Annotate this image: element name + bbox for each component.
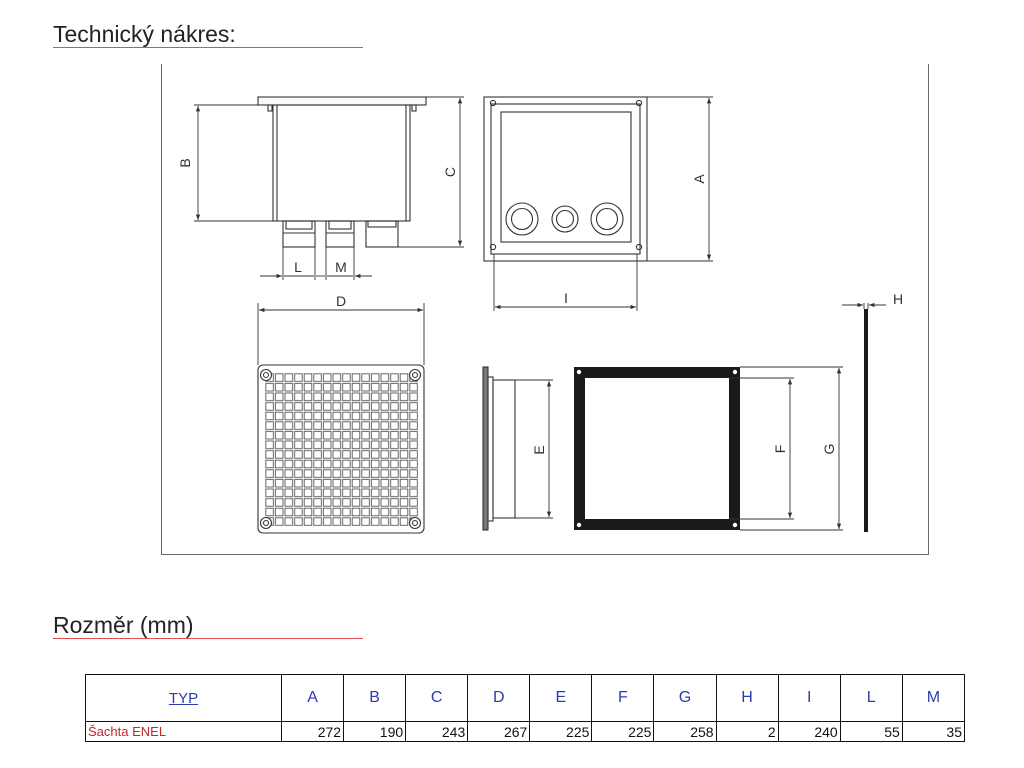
label-a: A [691, 174, 707, 184]
drawing-heading-underline [53, 47, 363, 48]
label-i: I [564, 290, 568, 306]
dimension-a [647, 96, 713, 262]
value-f: 225 [591, 721, 655, 742]
value-b: 190 [343, 721, 407, 742]
row-name: Šachta ENEL [85, 721, 282, 742]
value-g: 258 [653, 721, 717, 742]
label-h: H [893, 291, 903, 307]
value-l: 55 [839, 721, 903, 742]
header-e: E [529, 674, 593, 722]
header-i: I [777, 674, 841, 722]
value-m: 35 [901, 721, 966, 742]
frame-side-profile [482, 366, 516, 531]
dimension-h [842, 302, 886, 309]
dimensions-heading: Rozměr (mm) [53, 612, 194, 638]
header-c: C [405, 674, 469, 722]
label-m: M [335, 259, 347, 275]
frame-top-view [574, 367, 740, 530]
dimension-i [493, 254, 638, 311]
dimension-g [740, 366, 843, 531]
label-c: C [442, 167, 458, 177]
grid-lid [257, 364, 425, 534]
header-d: D [467, 674, 531, 722]
front-view [483, 96, 648, 262]
label-l: L [294, 259, 302, 275]
header-typ: TYP [85, 674, 282, 722]
dimension-l-m [260, 247, 372, 280]
drawing-heading: Technický nákres: [53, 21, 236, 47]
technical-drawing-frame [161, 64, 929, 555]
header-h: H [715, 674, 779, 722]
header-g: G [653, 674, 717, 722]
value-a: 272 [280, 721, 345, 742]
value-e: 225 [529, 721, 593, 742]
dimension-d [257, 303, 425, 365]
label-d: D [336, 293, 346, 309]
dimension-f [729, 377, 794, 520]
gasket-strip [864, 309, 868, 532]
header-a: A [280, 674, 345, 722]
label-f: F [772, 445, 788, 454]
value-d: 267 [467, 721, 531, 742]
header-b: B [343, 674, 407, 722]
dimension-b [194, 104, 273, 222]
label-e: E [531, 445, 547, 454]
dimension-e [515, 379, 553, 519]
dimensions-table: TYP A B C D E F G H I L M Šachta ENEL 27… [85, 674, 966, 742]
side-view [257, 96, 427, 248]
header-m: M [901, 674, 966, 722]
table-header-row: TYP A B C D E F G H I L M [85, 674, 966, 722]
dimensions-heading-underline [53, 638, 363, 639]
label-g: G [821, 444, 837, 455]
technical-drawing: B C L M A [177, 96, 903, 534]
value-h: 2 [715, 721, 779, 742]
dimension-c [398, 96, 464, 248]
table-row: Šachta ENEL 272 190 243 267 225 225 258 … [85, 721, 966, 742]
header-l: L [839, 674, 903, 722]
header-f: F [591, 674, 655, 722]
label-b: B [177, 158, 193, 167]
value-i: 240 [777, 721, 841, 742]
value-c: 243 [405, 721, 469, 742]
